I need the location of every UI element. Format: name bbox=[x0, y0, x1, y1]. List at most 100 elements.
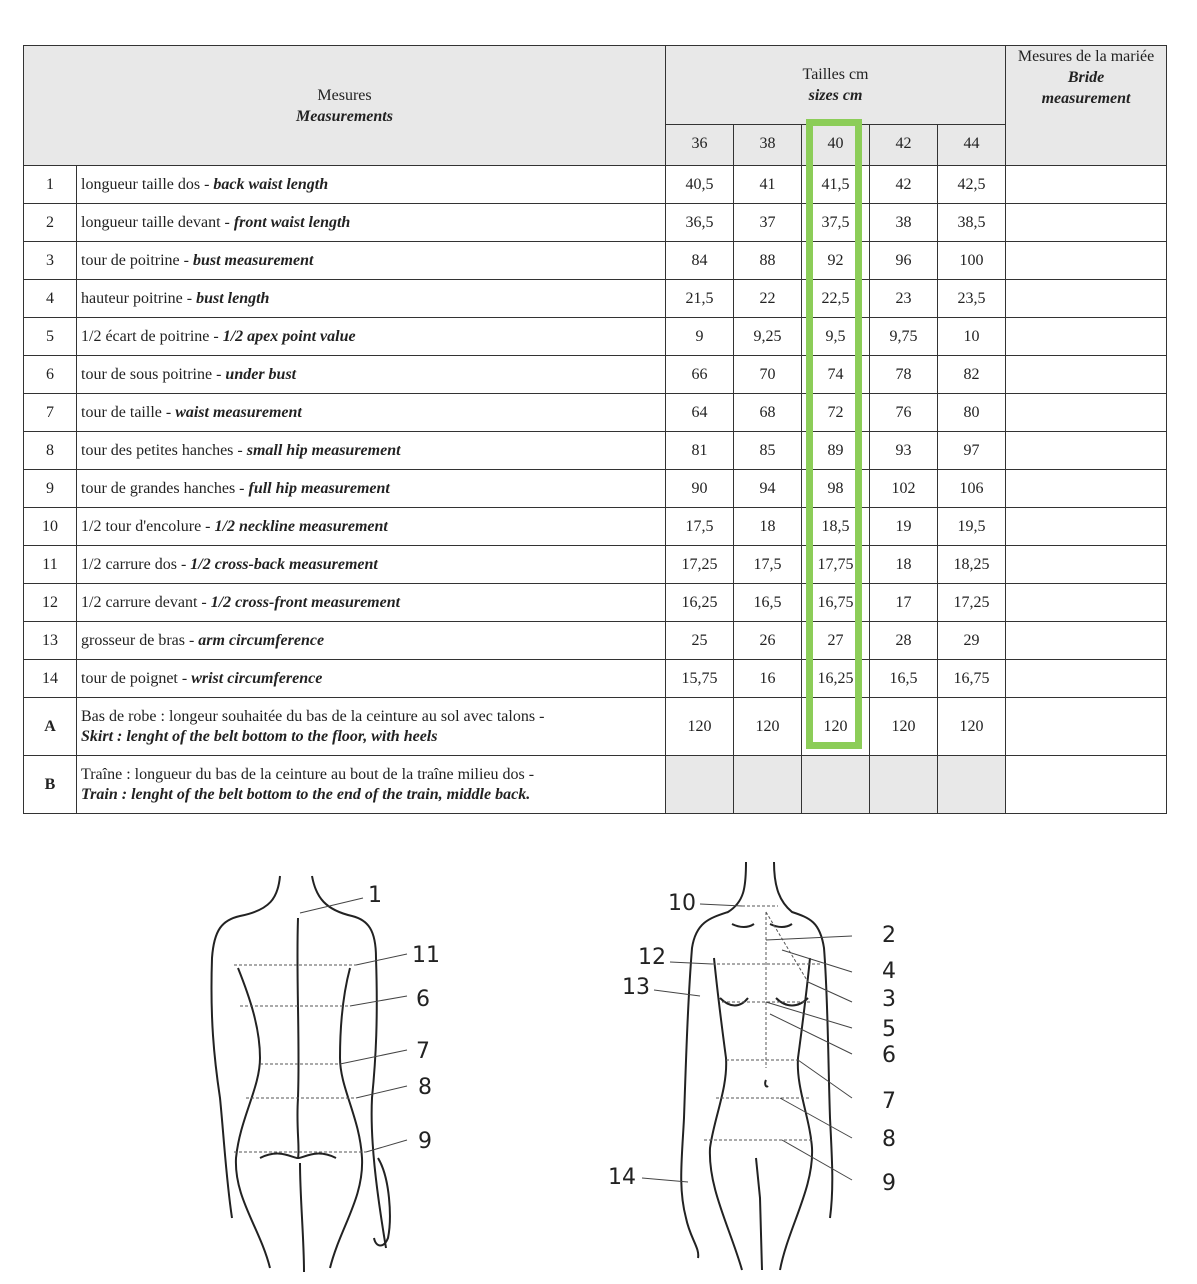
row-number: B bbox=[23, 755, 77, 814]
bride-cell[interactable] bbox=[1005, 583, 1168, 622]
value-cell: 120 bbox=[869, 697, 938, 756]
row-description-fr: tour de poitrine - bbox=[81, 251, 193, 269]
row-description-fr: tour de taille - bbox=[81, 403, 176, 421]
value-cell: 96 bbox=[869, 241, 938, 280]
row-description-en: 1/2 apex point value bbox=[222, 327, 356, 345]
value-cell: 9,75 bbox=[869, 317, 938, 356]
value-cell: 18,25 bbox=[936, 545, 1007, 584]
row-description-en: Train : lenght of the belt bottom to the… bbox=[81, 785, 531, 803]
value-cell-empty bbox=[936, 755, 1007, 814]
row-description-fr: 1/2 carrure dos - bbox=[81, 555, 191, 573]
value-cell-empty bbox=[665, 755, 734, 814]
value-cell: 84 bbox=[665, 241, 734, 280]
bride-cell[interactable] bbox=[1005, 545, 1168, 584]
row-description-en: bust measurement bbox=[192, 251, 314, 269]
row-description-fr: Bas de robe : longeur souhaitée du bas d… bbox=[81, 707, 545, 725]
bride-cell[interactable] bbox=[1005, 469, 1168, 508]
size-44: 44 bbox=[936, 124, 1007, 166]
value-cell: 37 bbox=[733, 203, 802, 242]
value-cell: 10 bbox=[936, 317, 1007, 356]
measurement-table: Mesures Measurements Tailles cm sizes cm… bbox=[23, 45, 1168, 814]
table-row-a: A Bas de robe : longeur souhaitée du bas… bbox=[23, 697, 1168, 756]
bride-cell[interactable] bbox=[1005, 279, 1168, 318]
sizes-header: Tailles cm sizes cm bbox=[664, 45, 1007, 125]
row-description: tour de grandes hanches - full hip measu… bbox=[76, 469, 666, 508]
value-cell: 78 bbox=[869, 355, 938, 394]
value-cell: 28 bbox=[869, 621, 938, 660]
row-description-en: arm circumference bbox=[198, 631, 325, 649]
row-number: 1 bbox=[23, 165, 77, 204]
value-cell: 68 bbox=[733, 393, 802, 432]
row-description-en: Skirt : lenght of the belt bottom to the… bbox=[81, 727, 438, 745]
value-cell: 18 bbox=[733, 507, 802, 546]
back-label-11: 11 bbox=[412, 943, 440, 968]
value-cell: 16,5 bbox=[733, 583, 802, 622]
bride-header: Mesures de la mariée Bride measurement bbox=[1005, 45, 1168, 166]
value-cell: 38,5 bbox=[936, 203, 1007, 242]
value-cell: 64 bbox=[665, 393, 734, 432]
row-description-en: front waist length bbox=[233, 213, 351, 231]
row-description: tour de sous poitrine - under bust bbox=[76, 355, 666, 394]
back-label-8: 8 bbox=[418, 1075, 432, 1100]
front-label-9: 9 bbox=[882, 1171, 896, 1196]
front-label-6: 6 bbox=[882, 1043, 896, 1068]
bride-cell[interactable] bbox=[1005, 165, 1168, 204]
row-description: 1/2 écart de poitrine - 1/2 apex point v… bbox=[76, 317, 666, 356]
row-description: tour de taille - waist measurement bbox=[76, 393, 666, 432]
row-description-en: waist measurement bbox=[175, 403, 302, 421]
row-description-fr: tour des petites hanches - bbox=[81, 441, 247, 459]
bride-cell[interactable] bbox=[1005, 755, 1168, 814]
row-description-fr: longueur taille dos - bbox=[81, 175, 214, 193]
row-number: 10 bbox=[23, 507, 77, 546]
bride-header-en-1: Bride bbox=[1067, 69, 1105, 86]
row-description-fr: tour de sous poitrine - bbox=[81, 365, 226, 383]
row-description: 1/2 carrure dos - 1/2 cross-back measure… bbox=[76, 545, 666, 584]
front-figure bbox=[641, 858, 870, 1282]
value-cell: 17,25 bbox=[936, 583, 1007, 622]
front-body-outline bbox=[641, 861, 853, 1271]
bride-cell[interactable] bbox=[1005, 697, 1168, 756]
value-cell: 76 bbox=[869, 393, 938, 432]
row-description-en: back waist length bbox=[213, 175, 329, 193]
value-cell: 21,5 bbox=[665, 279, 734, 318]
value-cell: 17,25 bbox=[665, 545, 734, 584]
value-cell: 16 bbox=[733, 659, 802, 698]
row-description-fr: 1/2 tour d'encolure - bbox=[81, 517, 215, 535]
bride-cell[interactable] bbox=[1005, 355, 1168, 394]
row-description-en: small hip measurement bbox=[246, 441, 401, 459]
row-description-en: wrist circumference bbox=[191, 669, 323, 687]
front-label-3: 3 bbox=[882, 987, 896, 1012]
bride-cell[interactable] bbox=[1005, 507, 1168, 546]
value-cell: 19 bbox=[869, 507, 938, 546]
back-label-1: 1 bbox=[368, 883, 382, 908]
measures-header: Mesures Measurements bbox=[23, 45, 666, 166]
front-label-4: 4 bbox=[882, 959, 896, 984]
front-label-5: 5 bbox=[882, 1017, 896, 1042]
value-cell: 17,5 bbox=[665, 507, 734, 546]
bride-cell[interactable] bbox=[1005, 241, 1168, 280]
value-cell: 38 bbox=[869, 203, 938, 242]
value-cell: 15,75 bbox=[665, 659, 734, 698]
row-description: tour de poignet - wrist circumference bbox=[76, 659, 666, 698]
row-description-fr: tour de grandes hanches - bbox=[81, 479, 249, 497]
row-description-en: 1/2 cross-back measurement bbox=[190, 555, 378, 573]
value-cell: 97 bbox=[936, 431, 1007, 470]
back-figure bbox=[200, 858, 460, 1282]
value-cell-empty bbox=[733, 755, 802, 814]
front-label-13: 13 bbox=[622, 975, 650, 1000]
row-description: 1/2 tour d'encolure - 1/2 neckline measu… bbox=[76, 507, 666, 546]
bride-header-fr: Mesures de la mariée bbox=[1017, 48, 1155, 65]
size-42: 42 bbox=[869, 124, 938, 166]
value-cell: 120 bbox=[733, 697, 802, 756]
row-description-en: full hip measurement bbox=[248, 479, 390, 497]
value-cell: 82 bbox=[936, 355, 1007, 394]
front-label-10: 10 bbox=[668, 891, 696, 916]
value-cell: 70 bbox=[733, 355, 802, 394]
row-description-fr: grosseur de bras - bbox=[81, 631, 199, 649]
value-cell: 106 bbox=[936, 469, 1007, 508]
